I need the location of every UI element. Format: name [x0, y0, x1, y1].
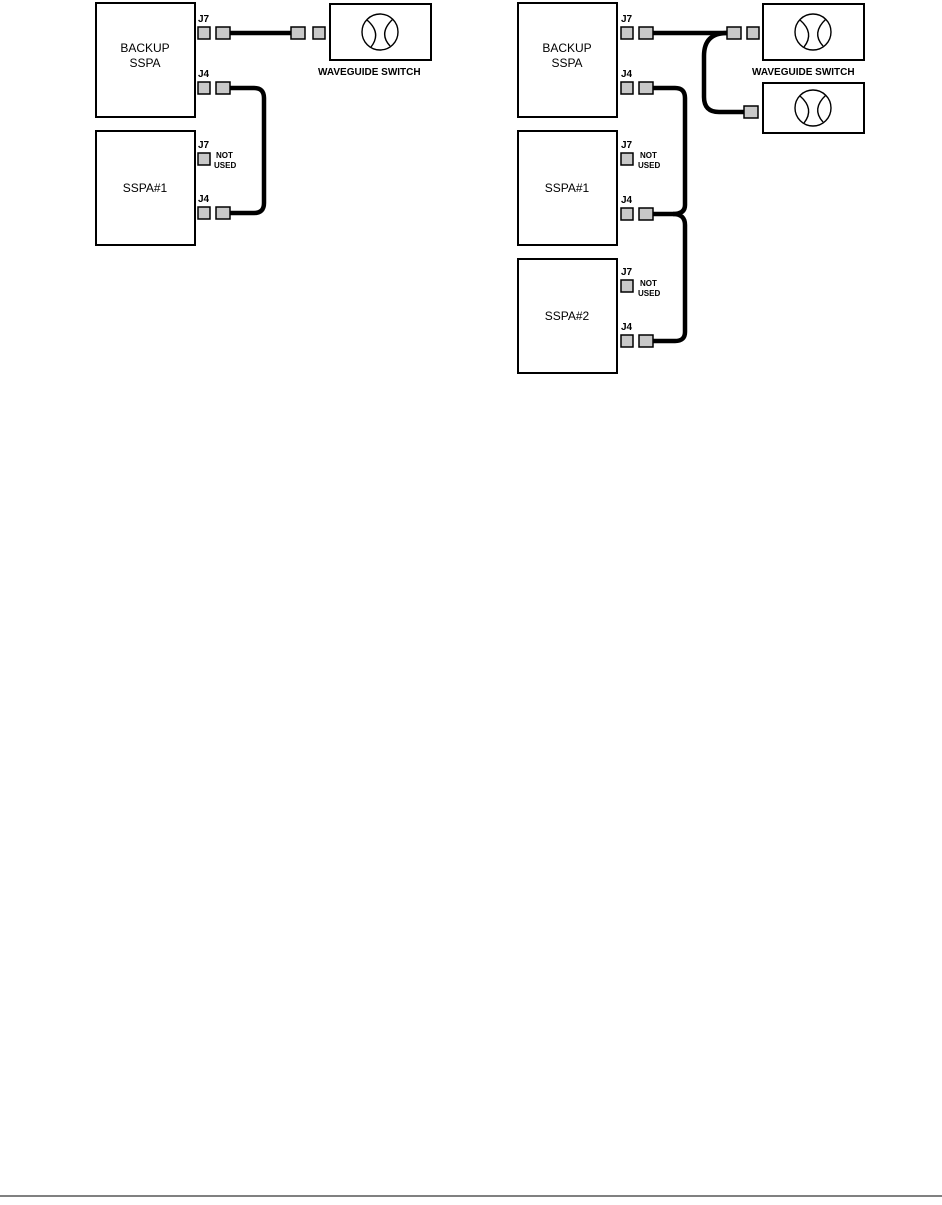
right-backup-j4-port-outer — [639, 82, 653, 94]
left-sspa1-label: SSPA#1 — [123, 181, 168, 195]
left-backup-label-line2: SSPA — [129, 56, 160, 70]
left-sspa1-j4-port-inner — [198, 207, 210, 219]
left-diagram: BACKUP SSPA J7 J4 SSPA#1 J7 NOT USED J4 … — [96, 3, 431, 245]
right-sspa1-j7-label: J7 — [621, 140, 633, 151]
right-sspa2-not-used-line2: USED — [638, 289, 660, 298]
left-waveguide-switch-label: WAVEGUIDE SWITCH — [318, 67, 421, 78]
right-diagram: BACKUP SSPA J7 J4 SSPA#1 J7 NOT USED J4 … — [518, 3, 864, 373]
right-sspa1-j4-port-outer — [639, 208, 653, 220]
left-backup-j7-port-outer — [216, 27, 230, 39]
left-switch-port-inner — [313, 27, 325, 39]
left-sspa1-j4-label: J4 — [198, 194, 210, 205]
right-backup-label-line1: BACKUP — [542, 41, 591, 55]
right-backup-label-line2: SSPA — [551, 56, 582, 70]
right-waveguide-switch1-box — [763, 4, 864, 60]
left-backup-j7-port-inner — [198, 27, 210, 39]
right-sspa2-j7-label: J7 — [621, 267, 633, 278]
right-sspa2-label: SSPA#2 — [545, 309, 590, 323]
right-backup-j4-port-inner — [621, 82, 633, 94]
right-sspa2-not-used-line1: NOT — [640, 279, 657, 288]
left-not-used-line2: USED — [214, 161, 236, 170]
right-backup-j7-label: J7 — [621, 14, 633, 25]
right-sspa1-label: SSPA#1 — [545, 181, 590, 195]
left-sspa1-j4-port-outer — [216, 207, 230, 219]
right-switch1-port-inner — [747, 27, 759, 39]
left-backup-j4-port-inner — [198, 82, 210, 94]
right-backup-j4-label: J4 — [621, 69, 633, 80]
right-waveguide-switch-label: WAVEGUIDE SWITCH — [752, 67, 855, 78]
right-switch2-port — [744, 106, 758, 118]
left-sspa1-j7-label: J7 — [198, 140, 210, 151]
right-cable-backup-j4-to-sspa1-j4 — [653, 88, 685, 214]
left-backup-j4-port-outer — [216, 82, 230, 94]
right-switch1-port-outer — [727, 27, 741, 39]
left-backup-j7-label: J7 — [198, 14, 210, 25]
right-sspa1-not-used-line2: USED — [638, 161, 660, 170]
right-sspa2-j7-port — [621, 280, 633, 292]
left-cable-j4-to-j4 — [230, 88, 264, 213]
right-sspa1-j7-port — [621, 153, 633, 165]
right-sspa2-j4-label: J4 — [621, 322, 633, 333]
left-backup-label-line1: BACKUP — [120, 41, 169, 55]
right-sspa1-j4-label: J4 — [621, 195, 633, 206]
right-backup-j7-port-outer — [639, 27, 653, 39]
right-cable-sspa1-j4-to-sspa2-j4 — [653, 214, 685, 341]
right-cable-branch-to-switch2 — [704, 33, 744, 112]
right-sspa1-j4-port-inner — [621, 208, 633, 220]
left-sspa1-j7-port — [198, 153, 210, 165]
left-waveguide-switch-box — [330, 4, 431, 60]
left-backup-j4-label: J4 — [198, 69, 210, 80]
right-backup-j7-port-inner — [621, 27, 633, 39]
right-sspa2-j4-port-outer — [639, 335, 653, 347]
left-not-used-line1: NOT — [216, 151, 233, 160]
left-switch-port-outer — [291, 27, 305, 39]
right-sspa2-j4-port-inner — [621, 335, 633, 347]
right-sspa1-not-used-line1: NOT — [640, 151, 657, 160]
